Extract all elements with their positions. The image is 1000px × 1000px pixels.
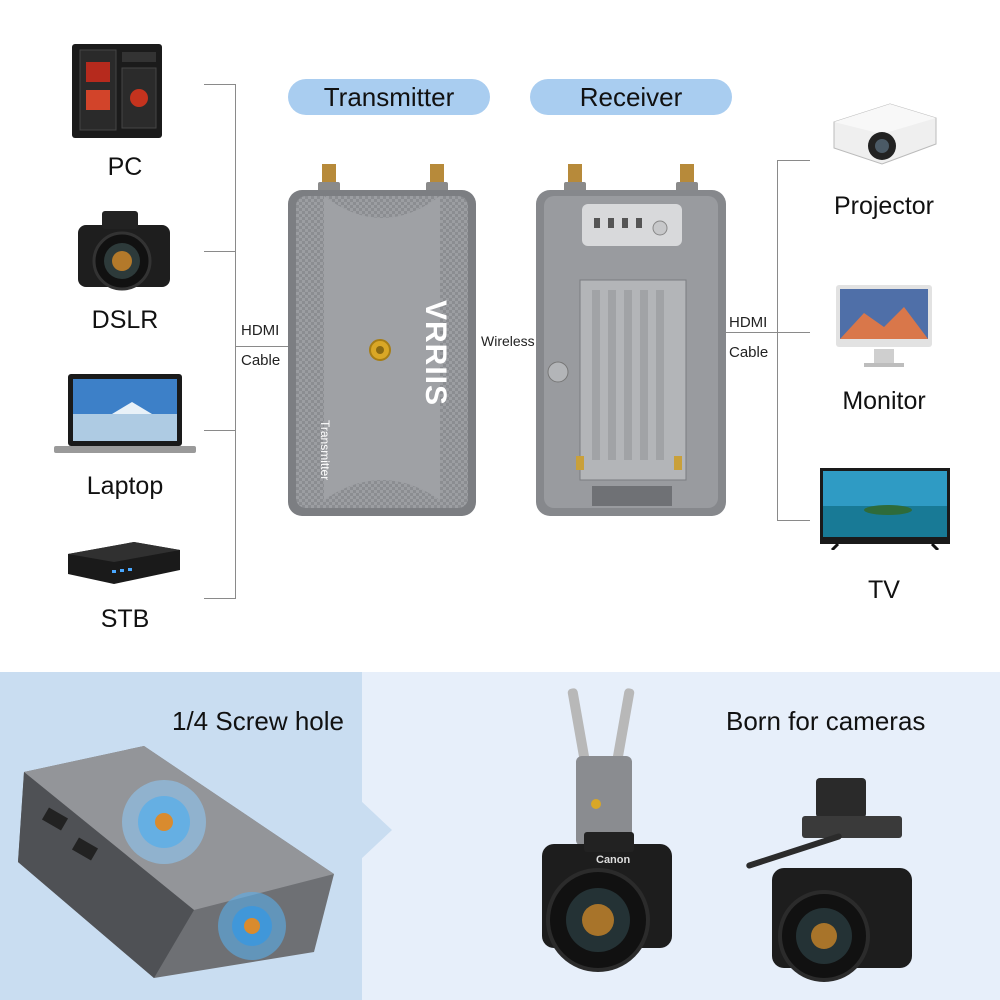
connector-line	[777, 332, 810, 333]
tv-icon	[820, 468, 950, 550]
connector-line	[204, 430, 236, 431]
device-screw-view	[18, 746, 334, 978]
output-hdmi-label: HDMI	[729, 314, 768, 331]
wireless-label: Wireless	[481, 333, 535, 349]
display-label-tv: TV	[868, 576, 900, 604]
connector-line	[204, 598, 236, 599]
source-label-pc: PC	[107, 153, 143, 181]
source-label-stb: STB	[100, 605, 150, 633]
connector-line	[235, 84, 236, 599]
source-label-dslr: DSLR	[91, 306, 159, 334]
input-cable-label: Cable	[241, 352, 281, 369]
device-front-text: Transmitter	[318, 420, 332, 481]
connector-line	[777, 520, 810, 521]
camera-with-rig	[746, 778, 912, 982]
set-top-box-icon	[68, 542, 180, 584]
connector-line	[204, 251, 236, 252]
transmitter-pill: Transmitter	[288, 79, 490, 115]
pc-tower-icon	[72, 44, 162, 138]
connector-line	[777, 160, 778, 521]
source-label-laptop: Laptop	[86, 472, 164, 500]
panel-pointer	[360, 800, 392, 860]
camera-with-transmitter	[542, 688, 672, 972]
cameras-title: Born for cameras	[726, 706, 926, 736]
display-label-monitor: Monitor	[842, 387, 926, 415]
dslr-camera-icon	[78, 211, 170, 291]
connector-line	[236, 346, 288, 347]
screw-hole-title: 1/4 Screw hole	[172, 706, 344, 736]
laptop-icon	[54, 374, 196, 453]
projector-icon	[833, 103, 937, 165]
receiver-device	[536, 164, 726, 516]
connector-line	[726, 332, 778, 333]
camera-brand-label: Canon	[596, 854, 631, 866]
transmitter-device	[288, 164, 476, 516]
output-cable-label: Cable	[729, 344, 769, 361]
input-hdmi-label: HDMI	[241, 322, 280, 339]
display-label-projector: Projector	[833, 192, 935, 220]
connector-line	[204, 84, 236, 85]
brand-logo: VRRIIS	[419, 300, 452, 407]
connector-line	[777, 160, 810, 161]
receiver-pill: Receiver	[530, 79, 732, 115]
monitor-icon	[836, 285, 932, 367]
